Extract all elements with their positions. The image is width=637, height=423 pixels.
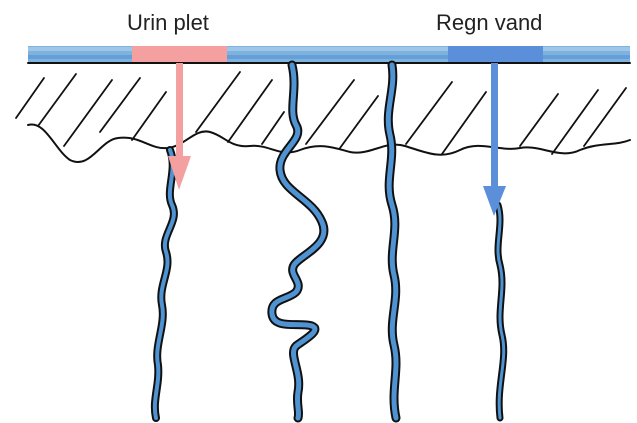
rain-water-patch [448, 46, 543, 63]
crack-3 [388, 65, 396, 418]
rain-water-label: Regn vand [436, 12, 542, 34]
urine-patch [132, 46, 227, 63]
urine-patch-label: Urin plet [127, 12, 209, 34]
crack-1 [155, 150, 174, 418]
crack-4 [498, 205, 504, 418]
soil-boundary-line [28, 124, 630, 162]
rain-arrow [483, 63, 506, 216]
